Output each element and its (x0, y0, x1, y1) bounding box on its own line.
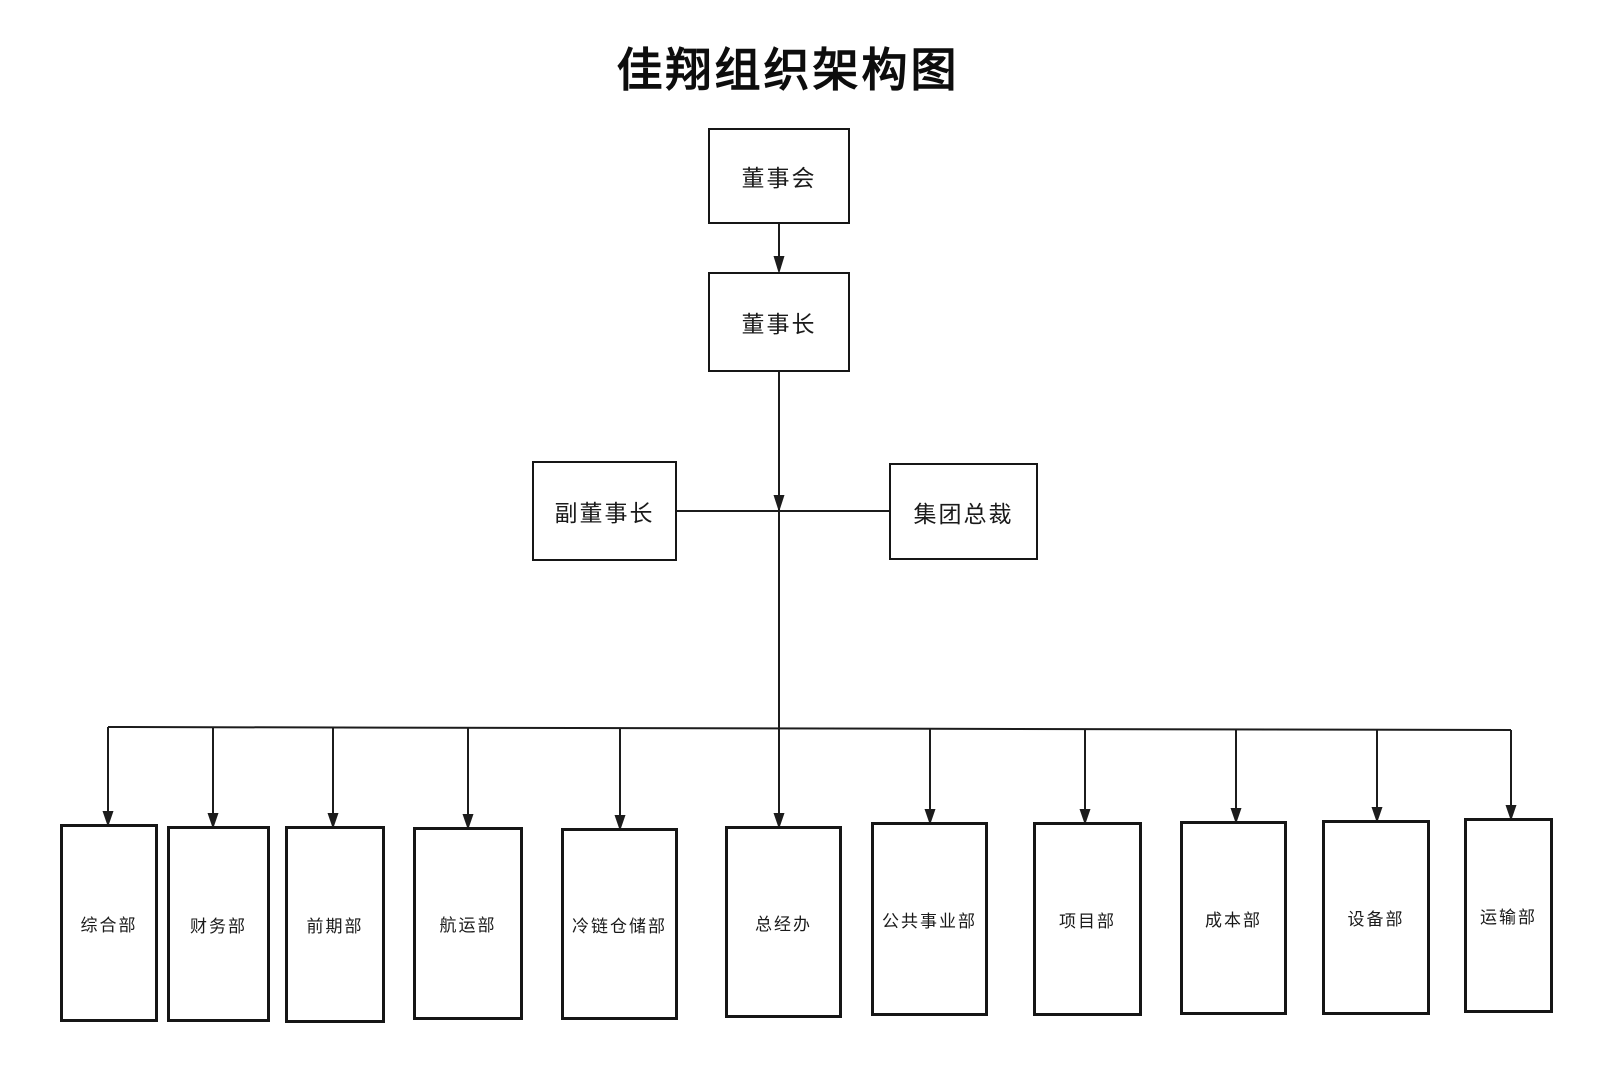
node-dept-early-stage: 前期部 (285, 826, 385, 1023)
node-label: 总经办 (755, 914, 812, 934)
node-label: 董事长 (741, 312, 817, 337)
node-label: 集团总裁 (913, 501, 1014, 527)
node-group-president: 集团总裁 (889, 463, 1038, 560)
node-dept-gm-office: 总经办 (725, 826, 842, 1018)
node-dept-project: 项目部 (1033, 822, 1142, 1016)
edge-drop-dept-7 (924, 729, 936, 825)
node-chairman: 董事长 (708, 272, 850, 372)
node-label: 运输部 (1480, 908, 1537, 927)
node-dept-general-affairs: 综合部 (60, 824, 158, 1022)
edge-chairman-trunk (773, 372, 785, 728)
edge-drop-dept-6 (773, 728, 785, 829)
node-vice-chairman: 副董事长 (532, 461, 677, 561)
node-dept-finance: 财务部 (167, 826, 270, 1022)
node-label: 设备部 (1347, 910, 1405, 929)
node-label: 公共事业部 (882, 911, 977, 931)
edge-drop-dept-2 (207, 727, 219, 829)
edge-drop-dept-1 (102, 727, 114, 827)
node-dept-transportation: 运输部 (1464, 818, 1553, 1013)
edge-board-chairman (773, 224, 785, 274)
node-dept-equipment: 设备部 (1322, 820, 1430, 1015)
node-label: 前期部 (306, 917, 364, 936)
edge-distribution-line (107, 726, 1512, 731)
node-label: 副董事长 (554, 501, 655, 526)
node-label: 航运部 (439, 916, 497, 935)
node-label: 综合部 (80, 915, 138, 935)
edge-drop-dept-11 (1505, 730, 1517, 821)
node-label: 成本部 (1205, 910, 1262, 930)
node-dept-cost: 成本部 (1180, 821, 1287, 1015)
node-board-of-directors: 董事会 (708, 128, 850, 224)
edge-drop-dept-8 (1079, 729, 1091, 825)
edge-drop-dept-4 (462, 728, 474, 830)
node-dept-public-utilities: 公共事业部 (871, 822, 988, 1016)
node-label: 冷链仓储部 (572, 916, 667, 936)
edge-drop-dept-5 (614, 728, 626, 831)
node-dept-shipping: 航运部 (413, 827, 523, 1020)
edge-drop-dept-10 (1371, 730, 1383, 823)
edge-drop-dept-3 (327, 728, 339, 829)
chart-title: 佳翔组织架构图 (616, 45, 960, 96)
edge-drop-dept-9 (1230, 729, 1242, 824)
node-dept-cold-chain-warehousing: 冷链仓储部 (561, 828, 678, 1020)
node-label: 项目部 (1059, 911, 1116, 931)
node-label: 董事会 (741, 166, 817, 191)
node-label: 财务部 (190, 916, 247, 936)
